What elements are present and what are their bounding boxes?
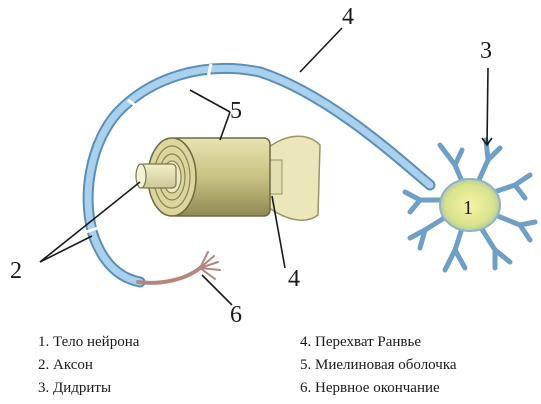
callout-3: 3 <box>480 38 492 64</box>
nerve-ending <box>138 252 220 283</box>
callout-6: 6 <box>230 302 242 328</box>
legend-item-node-of-ranvier: 4. Перехват Ранвье <box>300 334 421 351</box>
legend-item-axon: 2. Аксон <box>38 357 93 374</box>
callout-4-bottom: 4 <box>288 266 300 292</box>
myelin-sheath-inset <box>136 136 320 220</box>
callout-4-top: 4 <box>342 4 354 30</box>
callout-2: 2 <box>10 258 22 284</box>
legend-item-nerve-ending: 6. Нервное окончание <box>300 380 440 397</box>
legend-item-soma: 1. Тело нейрона <box>38 334 139 351</box>
legend-item-myelin-sheath: 5. Миелиновая оболочка <box>300 357 457 374</box>
callout-5: 5 <box>230 98 242 124</box>
legend-item-dendrites: 3. Дидриты <box>38 380 111 397</box>
callout-1: 1 <box>463 197 473 219</box>
